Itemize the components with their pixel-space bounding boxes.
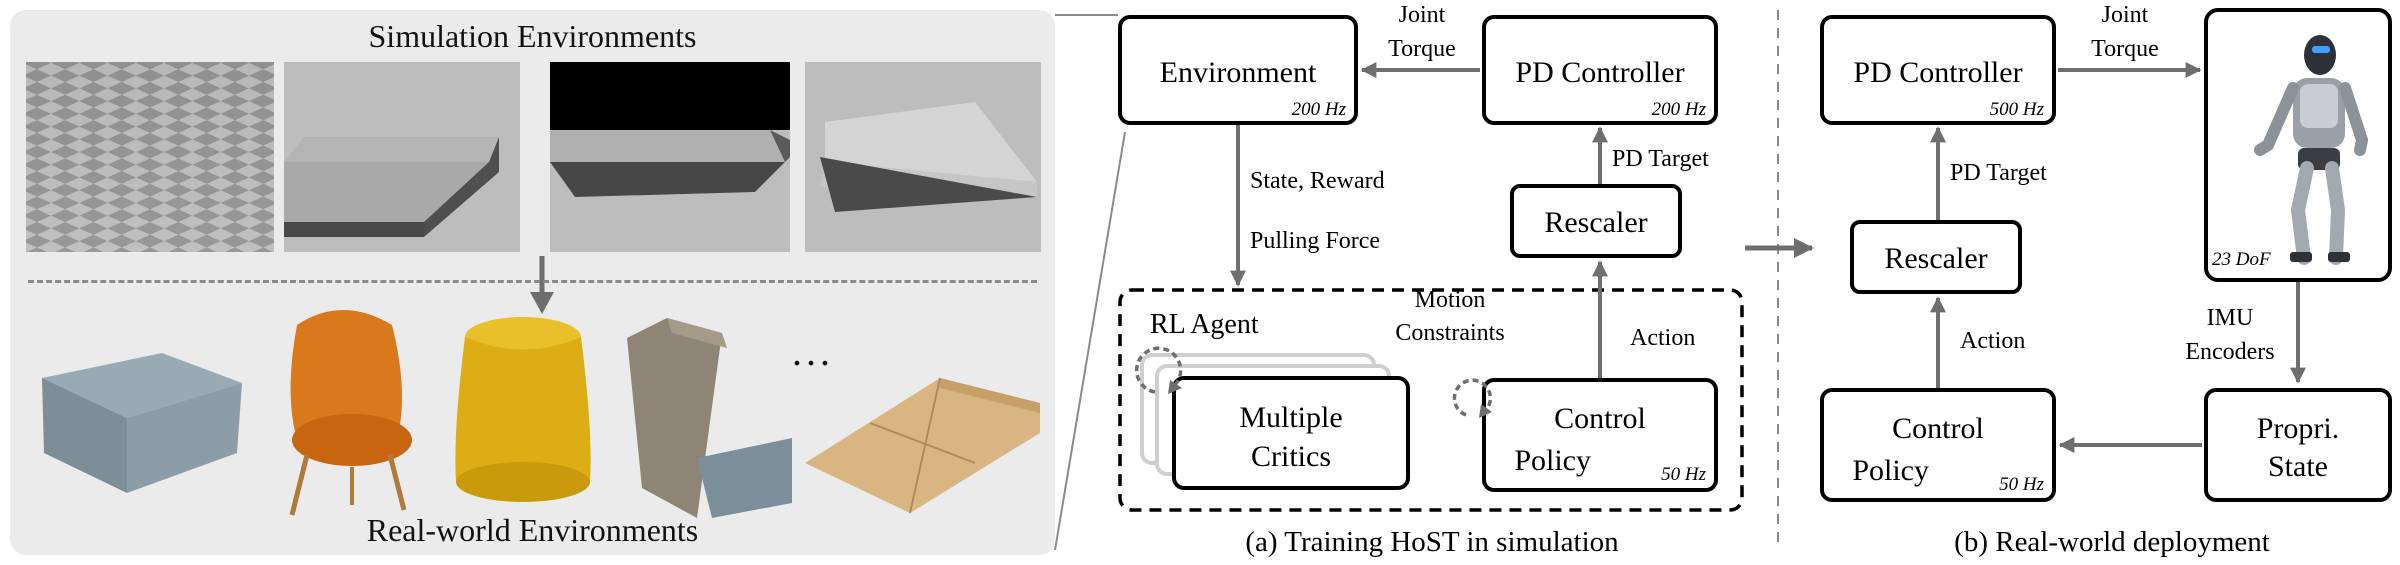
humanoid-robot-icon: [2254, 35, 2369, 265]
deploy-pd-controller-box: [1820, 15, 2056, 125]
deploy-pd-controller-label: PD Controller: [1853, 56, 2022, 89]
simulation-environments-title: Simulation Environments: [368, 18, 697, 54]
real-pouf-yellow: [455, 317, 591, 502]
environment-label: Environment: [1160, 56, 1317, 89]
sim-slope-terrain: [805, 62, 1041, 252]
environments-panel: Simulation Environments: [10, 10, 1055, 555]
imu-line2: Encoders: [2185, 339, 2274, 365]
pulling-force-label: Pulling Force: [1250, 228, 1380, 254]
motion-constraints-line1: Motion: [1415, 287, 1486, 313]
joint-torque-line1: Joint: [1399, 2, 1446, 28]
down-arrow: [530, 256, 554, 314]
sim-wall-terrain: [550, 62, 790, 252]
deploy-rescaler-box: [1850, 220, 2022, 294]
propri-state-box: [2204, 388, 2392, 502]
critics-line1: Multiple: [1239, 401, 1342, 434]
critics-line2: Critics: [1251, 440, 1331, 473]
robot-dof-label: 23 DoF: [2212, 249, 2271, 270]
deploy-action-label: Action: [1960, 328, 2025, 354]
caption-training: (a) Training HoST in simulation: [1245, 526, 1619, 558]
environment-box: [1118, 15, 1358, 125]
deploy-rescaler-label: Rescaler: [1884, 242, 1987, 275]
action-label: Action: [1630, 325, 1695, 351]
rescaler-label: Rescaler: [1544, 206, 1647, 239]
pd-controller-freq: 200 Hz: [1652, 99, 1707, 120]
critics-box: [1172, 376, 1410, 490]
deploy-pd-controller-freq: 500 Hz: [1990, 99, 2045, 120]
propri-line1: Propri.: [2257, 412, 2340, 445]
pd-target-label: PD Target: [1612, 146, 1709, 172]
rl-agent-label: RL Agent: [1150, 309, 1259, 340]
deploy-joint-torque-line1: Joint: [2102, 2, 2149, 28]
rl-agent-box: [1118, 288, 1744, 512]
deploy-joint-torque-line2: Torque: [2091, 36, 2159, 62]
policy-freq: 50 Hz: [1661, 464, 1706, 485]
panel-divider: [28, 280, 1037, 283]
real-armchair-orange: [289, 310, 412, 516]
motion-constraints-line2: Constraints: [1395, 320, 1504, 346]
deploy-policy-line2: Policy: [1852, 454, 1929, 487]
zoom-line-bottom: [1054, 131, 1126, 551]
imu-line1: IMU: [2207, 305, 2254, 331]
environment-freq: 200 Hz: [1292, 99, 1347, 120]
deploy-policy-line1: Control: [1892, 412, 1984, 445]
more-ellipsis: ...: [792, 329, 834, 374]
propri-line2: State: [2268, 450, 2328, 483]
sim-checkered-floor: [26, 62, 274, 252]
real-world-environments-title: Real-world Environments: [366, 512, 699, 548]
caption-deployment: (b) Real-world deployment: [1954, 526, 2270, 558]
policy-loop-icon: [1452, 378, 1493, 417]
real-ottoman-blue: [42, 353, 242, 493]
deploy-policy-freq: 50 Hz: [1999, 474, 2044, 495]
joint-torque-line2: Torque: [1388, 36, 1456, 62]
real-block-gray: [627, 318, 792, 518]
state-reward-label: State, Reward: [1250, 168, 1385, 194]
real-wooden-ramp: [805, 377, 1040, 514]
deploy-control-policy-box: [1820, 388, 2056, 502]
deploy-pd-target-label: PD Target: [1950, 160, 2047, 186]
policy-line2: Policy: [1514, 444, 1591, 477]
control-policy-box: [1482, 378, 1718, 492]
pd-controller-box: [1482, 15, 1718, 125]
pd-controller-label: PD Controller: [1515, 56, 1684, 89]
rescaler-box: [1510, 184, 1682, 258]
sim-platform-terrain: [284, 62, 520, 252]
policy-line1: Control: [1554, 402, 1646, 435]
